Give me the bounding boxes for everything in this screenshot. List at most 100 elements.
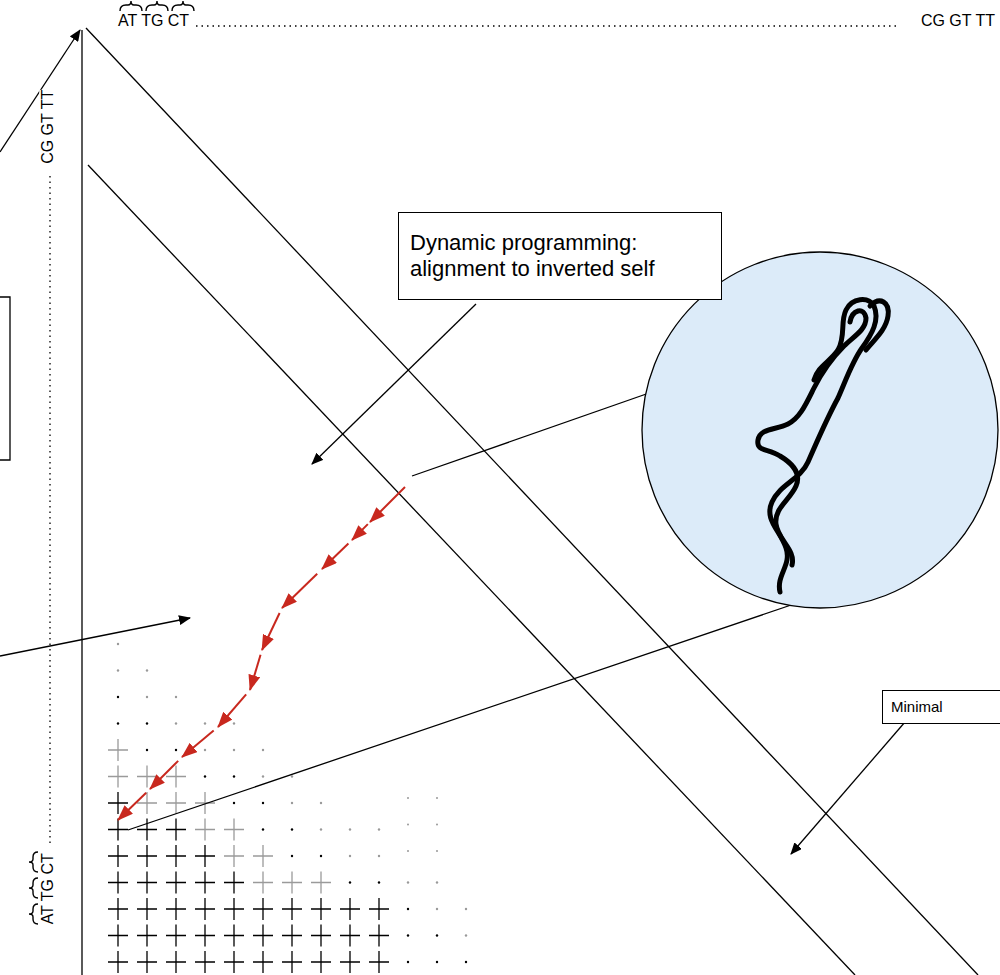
score-dot — [407, 824, 409, 826]
sequence-label: CG GT TT — [39, 90, 57, 164]
score-dot — [175, 722, 177, 724]
callout-box: Dynamic programming: alignment to invert… — [398, 212, 722, 300]
score-dot — [436, 908, 438, 910]
score-cross — [108, 872, 128, 894]
score-cross — [108, 845, 128, 867]
score-cross — [253, 845, 273, 867]
codon-brace — [29, 878, 38, 898]
score-dot — [407, 850, 409, 852]
score-dot — [233, 722, 235, 724]
score-dot — [320, 828, 322, 830]
score-dot — [262, 802, 264, 804]
score-dot — [291, 775, 293, 777]
score-cross — [137, 951, 157, 973]
box-text: Dynamic programming: alignment to invert… — [410, 230, 710, 283]
score-dot — [320, 855, 322, 857]
score-cross — [340, 925, 360, 947]
score-cross — [195, 898, 215, 920]
score-dot — [291, 828, 293, 830]
score-dot — [117, 643, 119, 645]
sequence-dots — [49, 176, 50, 845]
score-dot — [465, 961, 467, 963]
score-cross — [108, 925, 128, 947]
cut-off-box — [0, 297, 10, 460]
codon-brace — [120, 1, 142, 11]
score-cross — [224, 872, 244, 894]
score-grid — [108, 643, 467, 973]
score-dot — [320, 802, 322, 804]
score-cross — [340, 898, 360, 920]
callout-box: Minimal — [882, 690, 1000, 724]
score-dot — [349, 881, 351, 883]
score-cross — [224, 951, 244, 973]
traceback-arrow — [118, 793, 146, 820]
sequence-label: AT TG CT — [118, 12, 189, 30]
score-dot — [407, 881, 409, 883]
score-dot — [407, 908, 409, 910]
score-dot — [378, 855, 380, 857]
score-dot — [204, 775, 206, 777]
traceback-arrow — [150, 761, 178, 789]
vertical-axis — [81, 30, 82, 975]
score-dot — [436, 961, 438, 963]
traceback-arrow — [182, 731, 214, 757]
score-dot — [204, 749, 206, 751]
traceback-arrow — [218, 694, 246, 727]
score-dot — [262, 749, 264, 751]
score-dot — [233, 775, 235, 777]
leader-arrow — [791, 722, 905, 854]
score-dot — [407, 797, 409, 799]
score-dot — [465, 934, 467, 936]
score-cross — [253, 872, 273, 894]
codon-brace — [29, 852, 38, 872]
traceback-arrow — [322, 543, 348, 569]
score-cross — [137, 845, 157, 867]
score-cross — [166, 872, 186, 894]
score-dot — [175, 749, 177, 751]
score-cross — [282, 872, 302, 894]
score-cross — [369, 898, 389, 920]
score-cross — [108, 766, 128, 788]
box-text: Minimal — [891, 698, 943, 716]
score-cross — [282, 925, 302, 947]
score-cross — [166, 951, 186, 973]
score-cross — [224, 925, 244, 947]
score-dot — [407, 934, 409, 936]
score-dot — [262, 775, 264, 777]
score-dot — [349, 855, 351, 857]
score-cross — [311, 898, 331, 920]
score-dot — [146, 669, 148, 671]
score-cross — [282, 898, 302, 920]
score-cross — [137, 872, 157, 894]
traceback-arrow — [250, 655, 261, 690]
score-cross — [224, 845, 244, 867]
score-cross — [108, 819, 128, 841]
score-dot — [291, 855, 293, 857]
score-cross — [137, 925, 157, 947]
score-dot — [378, 828, 380, 830]
score-dot — [117, 696, 119, 698]
sequence-dots — [196, 25, 896, 26]
score-dot — [146, 722, 148, 724]
score-dot — [407, 961, 409, 963]
score-dot — [291, 802, 293, 804]
score-dot — [436, 850, 438, 852]
score-cross — [253, 925, 273, 947]
score-cross — [195, 872, 215, 894]
score-cross — [166, 819, 186, 841]
score-cross — [311, 925, 331, 947]
score-dot — [262, 828, 264, 830]
score-dot — [146, 749, 148, 751]
score-cross — [166, 925, 186, 947]
score-cross — [253, 898, 273, 920]
score-dot — [233, 802, 235, 804]
leader-arrow — [0, 618, 190, 656]
score-cross — [108, 898, 128, 920]
traceback-arrow — [352, 524, 368, 540]
zoom-line — [128, 602, 800, 830]
score-dot — [436, 824, 438, 826]
score-cross — [195, 792, 215, 814]
score-dot — [233, 749, 235, 751]
score-cross — [195, 819, 215, 841]
score-cross — [195, 845, 215, 867]
